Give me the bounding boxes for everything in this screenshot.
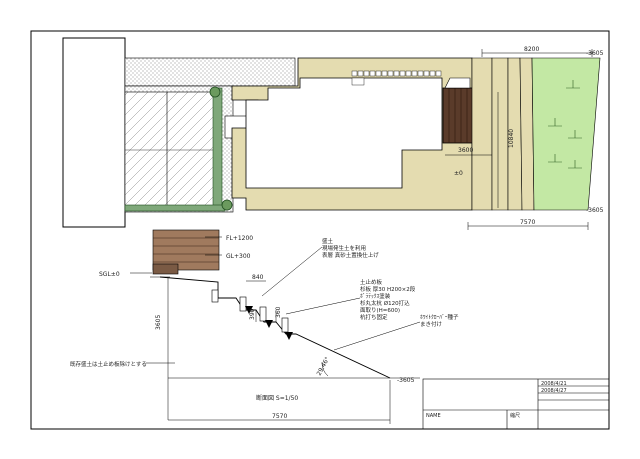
- dim-bottom-plan: 7570: [520, 219, 535, 226]
- sgl-label: SGL±0: [99, 271, 120, 278]
- hedge-strip-vertical: [212, 87, 223, 207]
- dim-small-1: 390: [249, 308, 256, 320]
- stepping-stones: [351, 70, 442, 86]
- retaining-boards: [211, 289, 289, 333]
- level-mark: ±0: [454, 170, 463, 177]
- dim-height: 3605: [155, 315, 162, 330]
- ground-profile: [159, 276, 391, 379]
- svg-text:盛土: 盛土: [322, 237, 334, 245]
- plan-dimensions: [445, 49, 593, 230]
- svg-text:土止め板: 土止め板: [360, 278, 383, 286]
- gl-label: GL+300: [226, 253, 251, 260]
- level-bottom: -3605: [397, 377, 415, 384]
- dim-deck-width: 3600: [458, 147, 473, 154]
- svg-text:杭打ち固定: 杭打ち固定: [360, 313, 388, 321]
- tb-label-right: 縮尺: [510, 412, 520, 419]
- dim-step: 840: [252, 274, 264, 281]
- dim-level-bottom: -3605: [586, 207, 604, 214]
- section-deck: [152, 229, 220, 271]
- fl-label: FL+1200: [226, 235, 253, 242]
- slope-angle: 29.46°: [316, 356, 332, 377]
- sheet-border: [30, 30, 610, 430]
- note-existing-fill: 既存盛土は土止め板除けとする: [70, 360, 147, 368]
- dim-level-top: -3605: [586, 50, 604, 57]
- shrub-top: [209, 86, 221, 98]
- svg-text:表層 真砂土置換仕上げ: 表層 真砂土置換仕上げ: [322, 251, 379, 259]
- section-caption: 断面図 S=1/50: [256, 394, 298, 402]
- shrub-bottom: [221, 199, 233, 211]
- svg-text:まき付け: まき付け: [420, 320, 443, 328]
- svg-text:杉板 厚30 H200×2段: 杉板 厚30 H200×2段: [360, 285, 416, 293]
- svg-text:面取り(H=600): 面取り(H=600): [360, 307, 400, 314]
- grass-symbols: [548, 80, 582, 169]
- svg-text:ﾎﾞﾗﾃｯｸｽ塗装: ﾎﾞﾗﾃｯｸｽ塗装: [360, 292, 391, 300]
- dim-small-2: 360: [275, 306, 282, 318]
- leader-lines: [261, 246, 421, 351]
- clover-slope: [531, 57, 601, 211]
- tb-date-2: 2008/4/27: [541, 388, 567, 394]
- svg-text:ﾎﾜｲﾄｸﾛｰﾊﾞｰ種子: ﾎﾜｲﾄｸﾛｰﾊﾞｰ種子: [420, 313, 459, 321]
- note-fill: 盛土 現場発生土を利用 表層 真砂土置換仕上げ: [322, 237, 379, 259]
- hedge-strip-horizontal: [124, 204, 226, 212]
- plan-view: 8200 -3605 -3605 3600 10840 7570 ±0: [62, 37, 604, 230]
- paved-court: [245, 77, 443, 189]
- note-clover: ﾎﾜｲﾄｸﾛｰﾊﾞｰ種子 まき付け: [420, 313, 459, 328]
- note-retaining-board: 土止め板 杉板 厚30 H200×2段 ﾎﾞﾗﾃｯｸｽ塗装 杉丸太杭 Ø120打…: [360, 278, 416, 321]
- dim-vertical: 10840: [508, 129, 515, 148]
- section-view: FL+1200 GL+300 SGL±0 840 3605 390 360 75…: [70, 229, 459, 424]
- title-block: [422, 378, 610, 430]
- svg-text:現場発生土を利用: 現場発生土を利用: [322, 244, 366, 252]
- tb-label-left: NAME: [426, 413, 441, 419]
- dim-base: 7570: [272, 413, 287, 420]
- tb-date-1: 2008/4/21: [541, 381, 567, 387]
- dim-top: 8200: [524, 46, 539, 53]
- slope-terraces: [471, 57, 535, 211]
- gravel-strip: [124, 57, 296, 87]
- svg-text:杉丸太杭 Ø120打込: 杉丸太杭 Ø120打込: [360, 299, 410, 307]
- building-block: [62, 37, 126, 228]
